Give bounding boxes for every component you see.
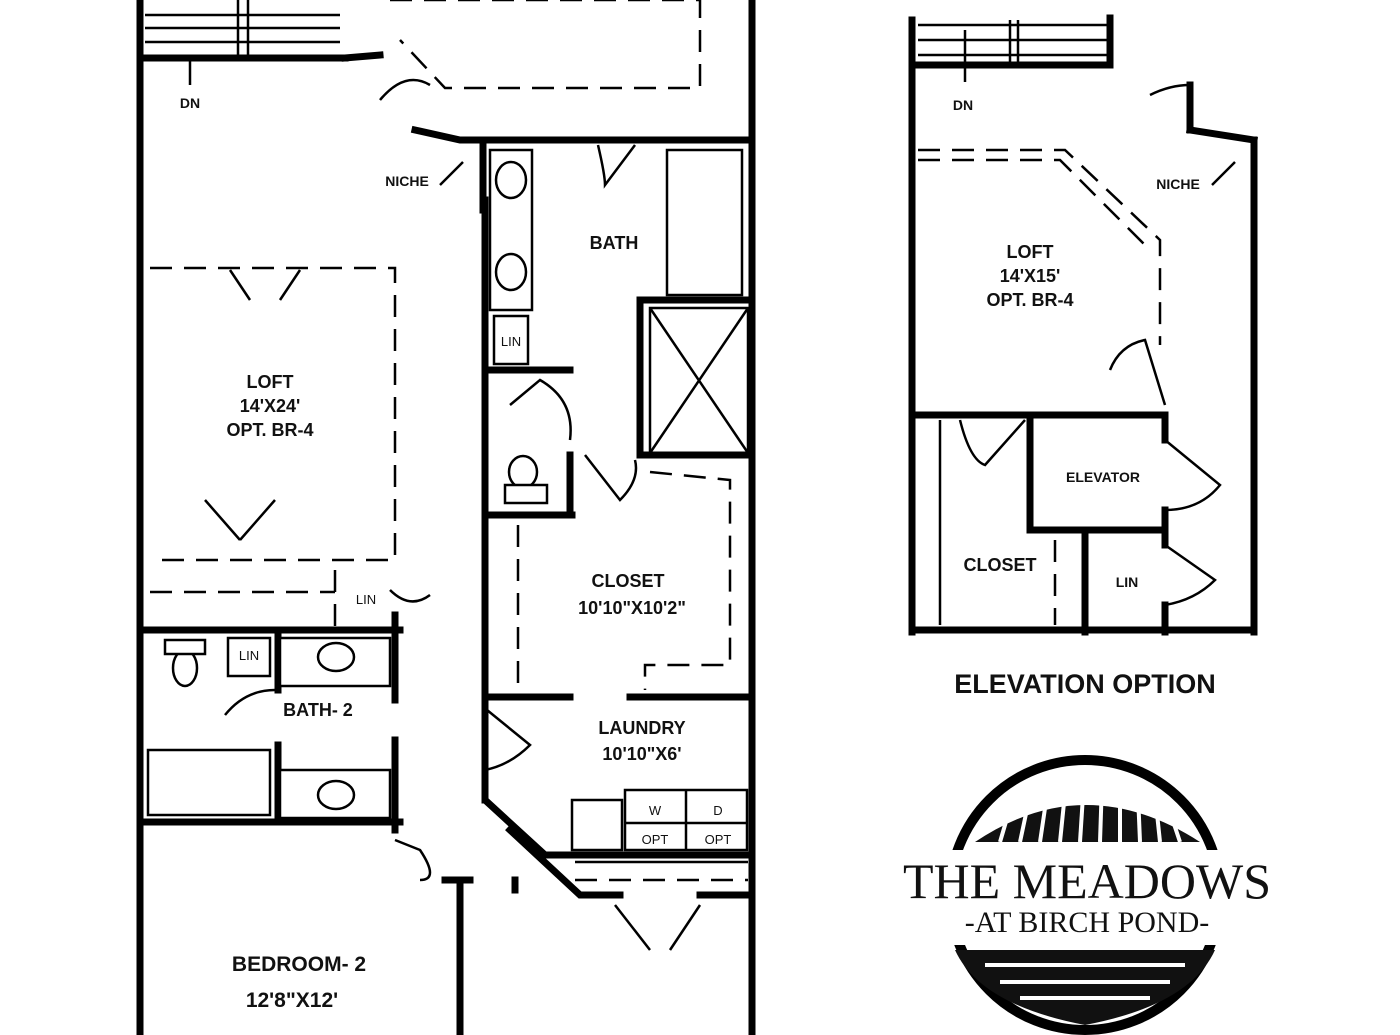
dn-label: DN	[180, 95, 200, 111]
main-plan-labels: DN NICHE BATH LIN LOFT 14'X24' OPT. BR-4…	[180, 95, 732, 1012]
elevation-lin-label: LIN	[1116, 574, 1139, 590]
loft-size: 14'X24'	[240, 396, 301, 416]
logo-grass	[975, 779, 1200, 843]
bedroom2-name: BEDROOM- 2	[232, 953, 366, 976]
closet-name: CLOSET	[591, 571, 664, 591]
dryer-opt-label: OPT	[705, 832, 732, 847]
main-plan-dashed-lines	[150, 0, 732, 690]
elevation-niche-label: NICHE	[1156, 176, 1200, 192]
elevation-dn-label: DN	[953, 97, 973, 113]
elevation-closet-label: CLOSET	[963, 555, 1036, 575]
niche-arrow	[439, 161, 464, 186]
bath-lin-label: LIN	[501, 334, 521, 349]
meadows-logo: THE MEADOWS -AT BIRCH POND-	[895, 755, 1275, 1035]
loft-option: OPT. BR-4	[226, 420, 313, 440]
niche-label: NICHE	[385, 173, 429, 189]
elevation-loft-option: OPT. BR-4	[986, 290, 1073, 310]
elevation-caption: ELEVATION OPTION	[954, 669, 1216, 699]
elevation-dashed-lines	[918, 148, 1162, 625]
dryer-label: D	[713, 803, 722, 818]
closet-size: 10'10"X10'2"	[578, 598, 686, 618]
bath2-label: BATH- 2	[283, 700, 353, 720]
bath2-lin-label: LIN	[239, 648, 259, 663]
laundry-name: LAUNDRY	[598, 718, 685, 738]
elevation-loft-name: LOFT	[1007, 242, 1054, 262]
elevation-elevator-label: ELEVATOR	[1066, 469, 1140, 485]
loft-name: LOFT	[247, 372, 294, 392]
elevation-doors	[958, 338, 1222, 607]
washer-label: W	[649, 803, 662, 818]
logo-water	[955, 950, 1215, 1025]
washer-opt-label: OPT	[642, 832, 669, 847]
main-plan-walls	[136, 0, 756, 1035]
laundry-size: 10'10"X6'	[602, 744, 681, 764]
elevation-walls	[908, 14, 1258, 636]
elevation-labels: DN NICHE LOFT 14'X15' OPT. BR-4 ELEVATOR…	[953, 97, 1216, 699]
elevation-niche-arrow	[1211, 161, 1236, 186]
bath-label: BATH	[590, 233, 639, 253]
logo-subtitle: -AT BIRCH POND-	[965, 906, 1209, 939]
logo-title: THE MEADOWS	[903, 853, 1271, 909]
bedroom2-size: 12'8"X12'	[246, 989, 338, 1012]
elevation-loft-size: 14'X15'	[1000, 266, 1061, 286]
main-plan-doors	[204, 144, 702, 951]
main-plan-fixtures	[146, 148, 750, 882]
loft-lin-label: LIN	[356, 592, 376, 607]
